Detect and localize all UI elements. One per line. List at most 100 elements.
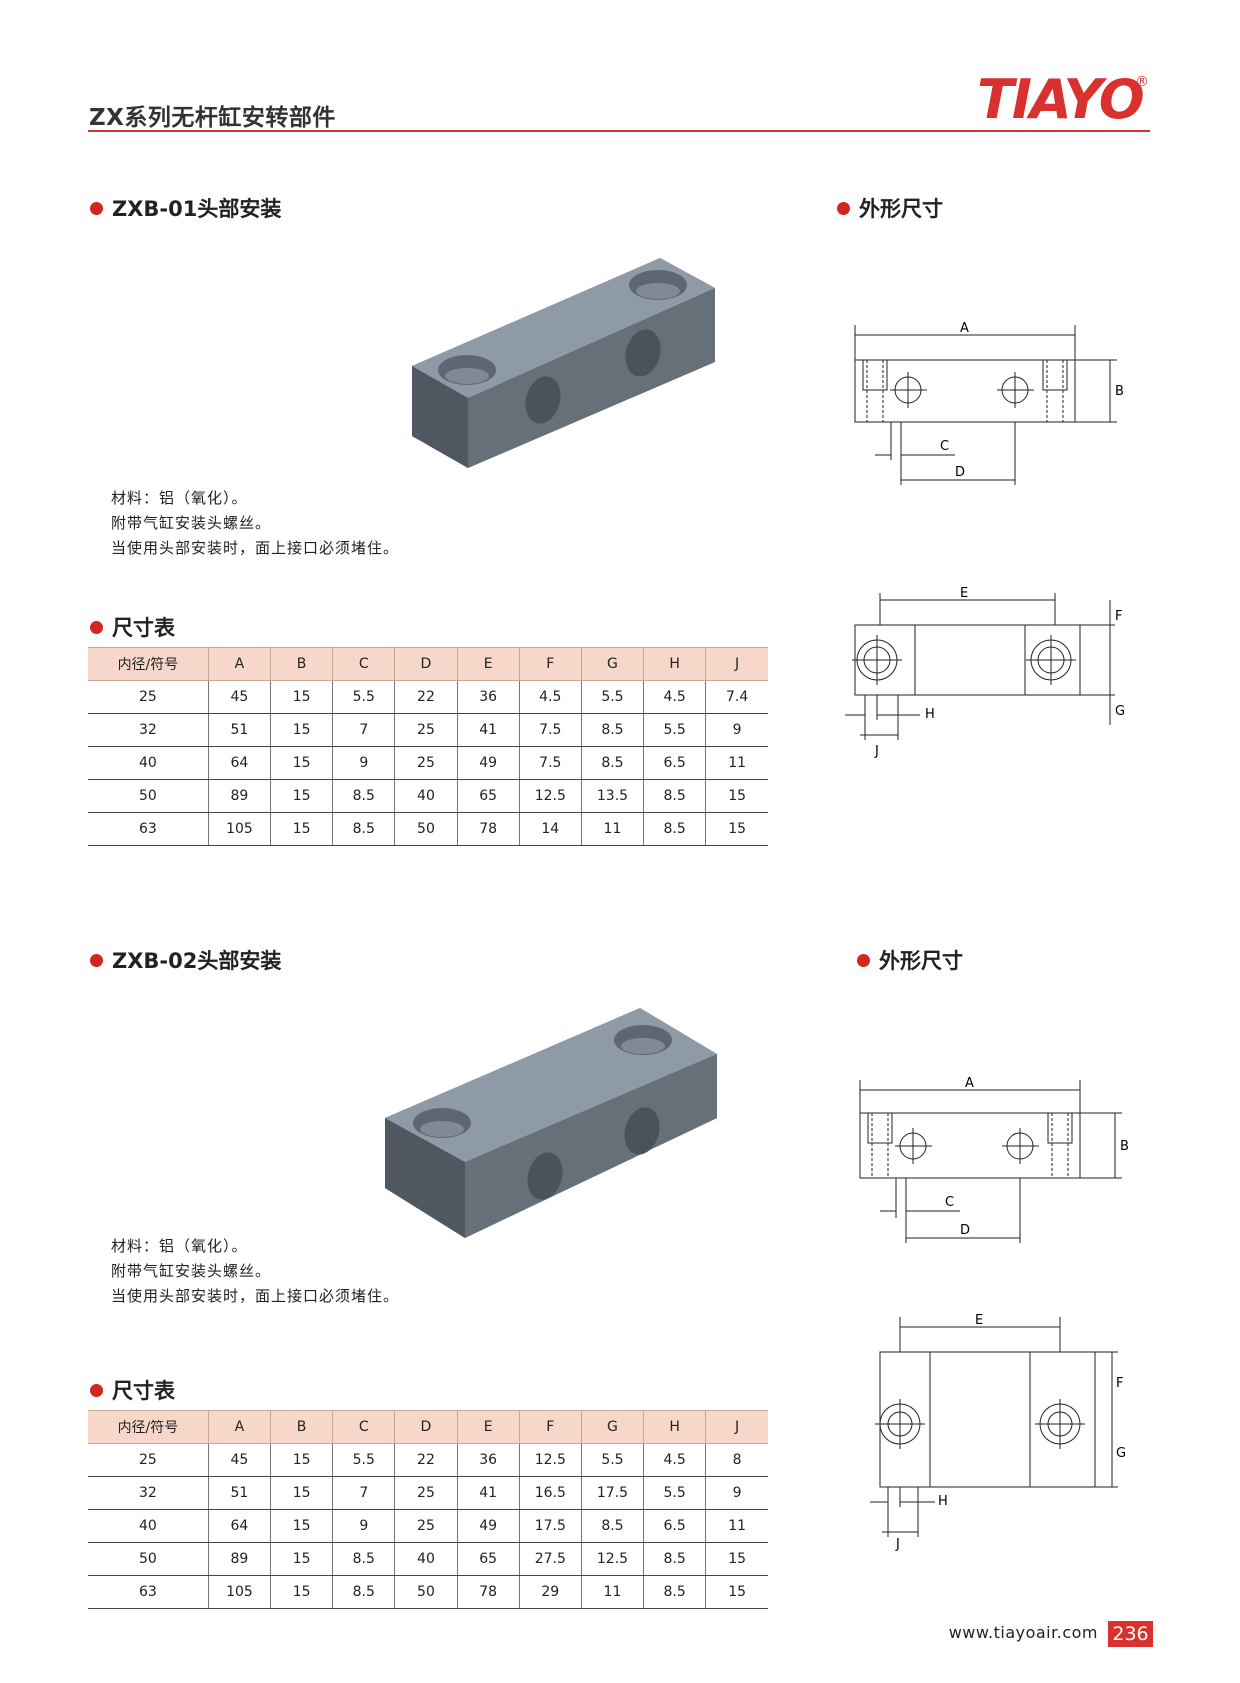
table-cell: 8.5 — [580, 746, 644, 780]
outline-title-zxb02: 外形尺寸 — [857, 945, 963, 975]
dim-label-a: A — [965, 1076, 974, 1091]
table-cell: 15 — [270, 713, 333, 747]
product-render-zxb02 — [385, 1008, 717, 1238]
table-cell: 15 — [270, 779, 333, 813]
bullet-icon — [90, 201, 103, 215]
table-cell: 16.5 — [518, 1476, 582, 1510]
note-material: 材料：铝（氧化）。 — [111, 489, 248, 507]
section-title-text: ZXB-01头部安装 — [112, 197, 282, 221]
table-cell: 9 — [332, 746, 395, 780]
table-cell: 17.5 — [580, 1476, 644, 1510]
table-cell: 25 — [394, 713, 458, 747]
table-cell: 15 — [270, 812, 333, 846]
title-divider — [88, 130, 1150, 132]
column-header: C — [332, 647, 395, 681]
table-cell: 40 — [88, 746, 209, 780]
dim-label-h: H — [925, 707, 935, 722]
table-cell: 22 — [394, 680, 458, 714]
dim-label-e: E — [975, 1313, 983, 1328]
table-cell: 4.5 — [643, 680, 706, 714]
dim-label-g: G — [1115, 704, 1125, 719]
outline-drawing-front-zxb02: A B C D — [859, 1076, 1129, 1243]
column-header: H — [643, 1410, 706, 1444]
table-cell: 12.5 — [518, 1443, 582, 1477]
column-header: E — [456, 647, 520, 681]
table-cell: 36 — [456, 1443, 520, 1477]
note-material: 材料：铝（氧化）。 — [111, 1237, 248, 1255]
table-cell: 8.5 — [580, 1509, 644, 1543]
table-cell: 4.5 — [518, 680, 582, 714]
table-title-zxb02: 尺寸表 — [90, 1375, 175, 1405]
dim-label-d: D — [960, 1223, 970, 1238]
table-cell: 4.5 — [643, 1443, 706, 1477]
page-title: ZX系列无杆缸安转部件 — [89, 105, 336, 131]
bullet-icon — [857, 953, 870, 967]
table-cell: 25 — [394, 1509, 458, 1543]
note-screws: 附带气缸安装头螺丝。 — [111, 1262, 272, 1280]
table-cell: 15 — [705, 779, 768, 813]
dim-label-d: D — [955, 465, 965, 480]
table-cell: 32 — [88, 1476, 209, 1510]
table-title-text: 尺寸表 — [112, 616, 175, 640]
table-cell: 45 — [207, 1443, 271, 1477]
table-cell: 7 — [332, 1476, 395, 1510]
table-cell: 7.5 — [518, 713, 582, 747]
table-cell: 29 — [518, 1575, 582, 1609]
table-cell: 40 — [394, 1542, 458, 1576]
dim-label-f: F — [1116, 1376, 1123, 1391]
section-title-text: ZXB-02头部安装 — [112, 949, 282, 973]
table-cell: 14 — [518, 812, 582, 846]
dim-label-b: B — [1120, 1139, 1129, 1154]
table-cell: 15 — [270, 746, 333, 780]
table-cell: 40 — [394, 779, 458, 813]
table-cell: 8.5 — [643, 779, 706, 813]
table-cell: 78 — [456, 1575, 520, 1609]
table-cell: 49 — [456, 1509, 520, 1543]
bullet-icon — [90, 620, 103, 634]
footer-url[interactable]: www.tiayoair.com — [948, 1623, 1098, 1642]
section-title-zxb01: ZXB-01头部安装 — [90, 193, 281, 223]
brand-wordmark: TIAYO — [977, 68, 1143, 130]
table-cell: 63 — [88, 1575, 209, 1609]
table-cell: 15 — [270, 1542, 333, 1576]
table-cell: 8.5 — [332, 812, 395, 846]
table-cell: 11 — [580, 1575, 644, 1609]
table-cell: 9 — [332, 1509, 395, 1543]
bullet-icon — [90, 953, 103, 967]
table-cell: 5.5 — [580, 1443, 644, 1477]
table-cell: 8.5 — [643, 812, 706, 846]
table-cell: 50 — [88, 779, 209, 813]
dim-label-f: F — [1115, 609, 1122, 624]
column-header: H — [643, 647, 706, 681]
dim-label-b: B — [1115, 384, 1124, 399]
table-cell: 12.5 — [518, 779, 582, 813]
column-header: B — [270, 647, 333, 681]
table-cell: 5.5 — [332, 1443, 395, 1477]
table-cell: 15 — [270, 1575, 333, 1609]
dim-label-j: J — [874, 744, 879, 759]
table-cell: 8.5 — [332, 1575, 395, 1609]
outline-title-text: 外形尺寸 — [879, 949, 963, 973]
table-cell: 51 — [207, 1476, 271, 1510]
note-port: 当使用头部安装时，面上接口必须堵住。 — [111, 539, 400, 557]
dim-label-h: H — [938, 1494, 948, 1509]
table-cell: 5.5 — [643, 1476, 706, 1510]
table-cell: 7.5 — [518, 746, 582, 780]
dim-label-g: G — [1116, 1446, 1126, 1461]
table-cell: 17.5 — [518, 1509, 582, 1543]
table-cell: 5.5 — [643, 713, 706, 747]
table-cell: 8.5 — [580, 713, 644, 747]
column-header: F — [518, 1410, 582, 1444]
table-cell: 6.5 — [643, 1509, 706, 1543]
table-cell: 45 — [207, 680, 271, 714]
table-cell: 11 — [580, 812, 644, 846]
table-cell: 15 — [705, 812, 768, 846]
material-notes-zxb02: 材料：铝（氧化）。 附带气缸安装头螺丝。 当使用头部安装时，面上接口必须堵住。 — [111, 1234, 399, 1309]
table-cell: 78 — [456, 812, 520, 846]
